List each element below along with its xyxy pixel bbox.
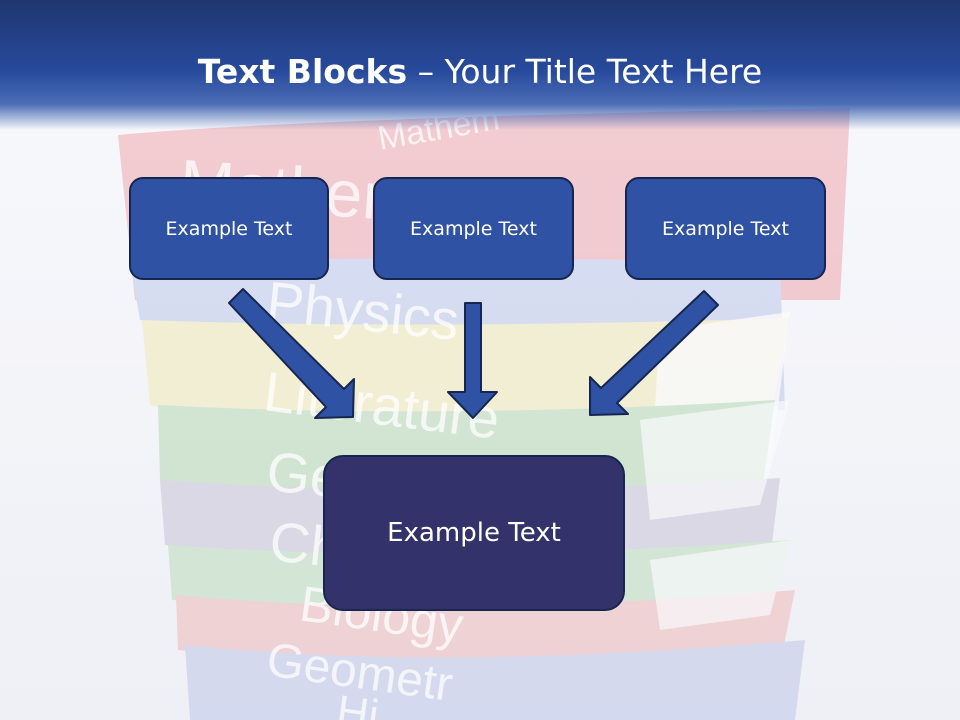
slide-title-separator: – <box>407 52 445 91</box>
text-block-3[interactable]: Example Text <box>625 177 826 280</box>
text-block-center-label: Example Text <box>387 518 561 548</box>
title-bar <box>0 0 960 130</box>
text-block-center[interactable]: Example Text <box>323 455 625 611</box>
arrow-right-diagonal <box>589 290 719 416</box>
text-block-1[interactable]: Example Text <box>129 177 329 280</box>
slide-title-bold: Text Blocks <box>197 52 408 91</box>
arrow-center-down <box>447 302 498 419</box>
text-block-3-label: Example Text <box>662 217 789 240</box>
text-block-2-label: Example Text <box>410 217 537 240</box>
text-block-1-label: Example Text <box>165 217 293 240</box>
arrow-left-diagonal <box>228 288 355 419</box>
text-block-2[interactable]: Example Text <box>373 177 574 280</box>
slide-title-rest: Your Title Text Here <box>444 52 763 91</box>
book-title-text: Hi <box>334 686 382 720</box>
slide-title: Text Blocks – Your Title Text Here <box>0 52 960 91</box>
